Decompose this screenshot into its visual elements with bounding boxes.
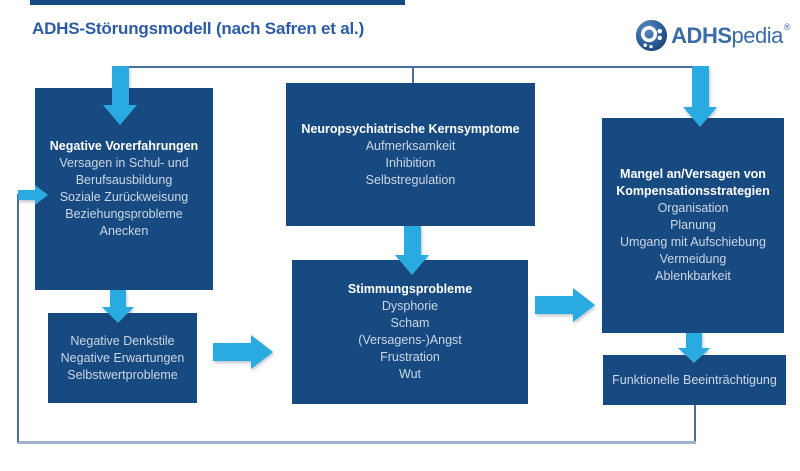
box-item: Funktionelle Beeinträchtigung <box>612 372 777 387</box>
box-item: Negative Erwartungen <box>60 350 185 365</box>
box-item: Dysphorie <box>381 299 439 313</box>
box-item: Selbstwertprobleme <box>67 367 178 382</box>
box-title: Mangel an/Versagen von Kompensationsstra… <box>616 167 770 198</box>
arrow-denkstile-to-stimmungsprobleme-icon <box>213 335 273 369</box>
box-neuropsychiatrische-kernsymptome: Neuropsychiatrische Kernsymptome Aufmerk… <box>286 83 535 226</box>
arrow-kernsymptome-to-stimmungsprobleme-icon <box>395 226 429 275</box>
connector-funktionell-down <box>694 404 696 442</box>
brand-light: pedia <box>731 22 784 48</box>
box-funktionelle-beeintraechtigung: Funktionelle Beeinträchtigung <box>603 355 786 405</box>
arrow-top-into-kompensation-icon <box>683 66 717 127</box>
box-item: Vermeidung <box>659 252 727 266</box>
connector-top-horizontal <box>120 66 701 68</box>
box-item: Berufsausbildung <box>75 173 173 187</box>
arrow-top-into-vorerfahrungen-icon <box>103 66 137 125</box>
box-item: Versagen in Schul- und <box>59 156 189 170</box>
box-item: Negative Denkstile <box>70 333 175 348</box>
box-item: Scham <box>390 316 430 330</box>
box-title: Neuropsychiatrische Kernsymptome <box>301 121 520 136</box>
box-negative-denkstile: Negative Denkstile Negative Erwartungen … <box>48 313 197 403</box>
box-item: Anecken <box>99 224 149 238</box>
arrow-kompensation-to-funktionell-icon <box>678 333 710 363</box>
box-item: Umgang mit Aufschiebung <box>620 235 766 249</box>
arrow-vorerfahrungen-to-denkstile-icon <box>102 290 134 323</box>
box-stimmungsprobleme: Stimmungsprobleme Dysphorie Scham (Versa… <box>292 260 528 404</box>
arrow-feedback-into-vorerfahrungen-icon <box>18 185 48 205</box>
box-item: Beziehungsprobleme <box>65 207 183 221</box>
box-item: Inhibition <box>385 155 436 170</box>
box-item: Planung <box>670 218 716 232</box>
brand-strong: ADHS <box>671 22 732 48</box>
box-item: (Versagens-)Angst <box>358 333 462 347</box>
connector-bottom-horizontal <box>17 441 696 444</box>
box-item: Aufmerksamkeit <box>365 138 456 153</box>
top-accent-bar <box>30 0 405 5</box>
box-item: Selbstregulation <box>365 172 456 187</box>
box-item: Wut <box>399 367 421 381</box>
arrow-stimmungsprobleme-to-kompensation-icon <box>535 288 595 322</box>
box-item: Organisation <box>657 201 729 215</box>
box-kompensationsstrategien: Mangel an/Versagen von Kompensationsstra… <box>602 118 784 333</box>
registered-mark: ® <box>783 21 791 32</box>
connector-left-vertical <box>17 194 19 442</box>
box-title: Stimmungsprobleme <box>347 282 473 296</box>
box-item: Ablenkbarkeit <box>655 269 731 283</box>
adhspedia-logo: ADHSpedia® <box>635 19 791 52</box>
brand-wordmark: ADHSpedia® <box>671 21 791 49</box>
box-item: Frustration <box>380 350 440 364</box>
box-title: Negative Vorerfahrungen <box>49 139 199 153</box>
page-title: ADHS-Störungsmodell (nach Safren et al.) <box>32 19 365 38</box>
box-item: Soziale Zurückweisung <box>59 190 189 204</box>
connector-top-to-kernsymptome <box>412 66 414 84</box>
adhspedia-globe-icon <box>636 19 668 52</box>
